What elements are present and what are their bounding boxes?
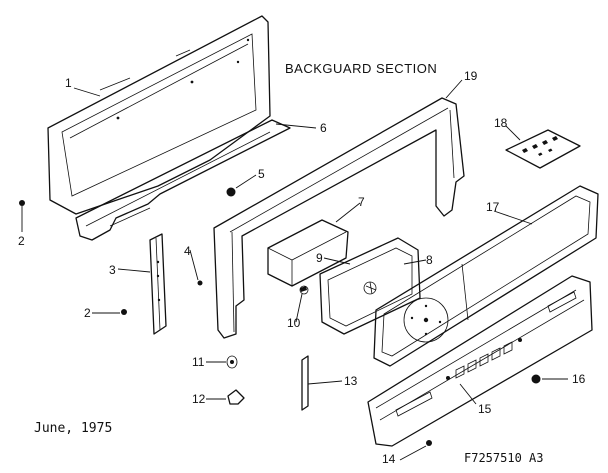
callout-1: 1 — [65, 76, 72, 90]
callout-18: 18 — [494, 116, 508, 130]
document-code: F7257510 A3 — [464, 451, 543, 465]
publication-date: June, 1975 — [34, 421, 112, 436]
part-13-strip — [301, 355, 309, 411]
part-11-bushing — [226, 355, 238, 369]
part-4-screw — [197, 280, 203, 286]
callout-17: 17 — [486, 200, 500, 214]
part-6-bottom-shield — [75, 119, 291, 241]
callout-9: 9 — [316, 251, 323, 265]
part-8-clock-panel — [319, 237, 421, 335]
part-12-clip — [227, 389, 245, 405]
part-2-screw — [19, 200, 25, 206]
part-18-knob-decal — [505, 129, 581, 169]
part-2-screw-lower — [121, 309, 127, 315]
callout-16: 16 — [572, 372, 586, 386]
callout-11: 11 — [192, 355, 205, 369]
callout-19: 19 — [464, 69, 478, 83]
part-7-clock-housing — [267, 219, 349, 287]
leader-lines — [21, 79, 568, 461]
diagram-title: BACKGUARD SECTION — [285, 61, 437, 76]
part-16-knob — [531, 374, 541, 384]
part-3-bracket — [149, 233, 167, 335]
callout-2-lower: 2 — [84, 306, 91, 320]
part-1-rear-panel — [47, 15, 271, 215]
part-5-grommet — [226, 187, 236, 197]
callout-12: 12 — [192, 392, 206, 406]
callout-8: 8 — [426, 253, 433, 267]
part-10-clock-knob — [299, 285, 309, 295]
part-14-screw — [426, 440, 432, 446]
callout-14: 14 — [382, 452, 396, 466]
callout-4: 4 — [184, 244, 191, 258]
callout-3: 3 — [109, 263, 116, 277]
callout-13: 13 — [344, 374, 358, 388]
part-19-backguard-frame — [213, 97, 465, 339]
part-17-glass-panel — [373, 185, 599, 367]
callout-15: 15 — [478, 402, 492, 416]
callout-2-upper: 2 — [18, 234, 25, 248]
callout-6: 6 — [320, 121, 327, 135]
callout-10: 10 — [287, 316, 301, 330]
part-15-control-panel — [367, 275, 593, 447]
callout-7: 7 — [358, 195, 365, 209]
callout-5: 5 — [258, 167, 265, 181]
